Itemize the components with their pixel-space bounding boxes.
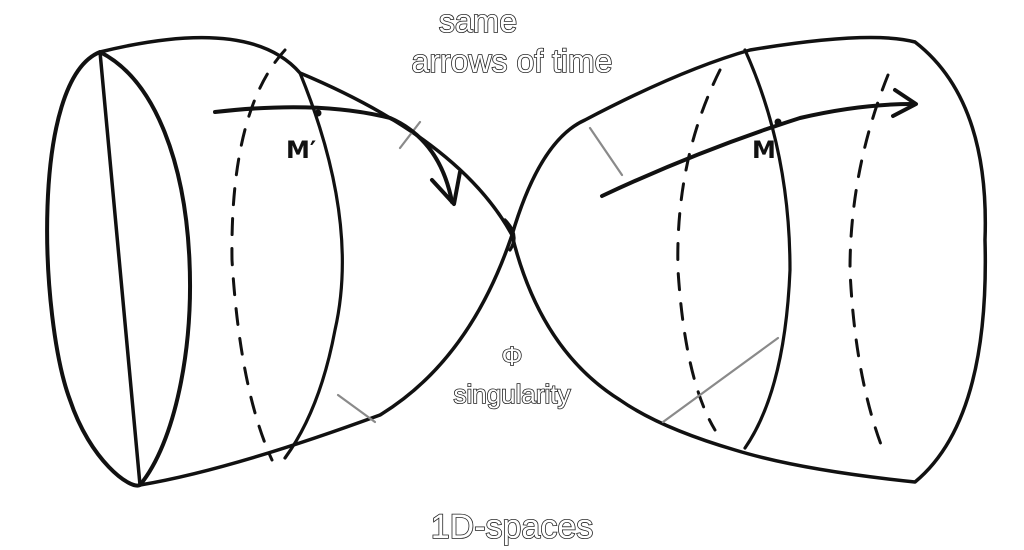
right-ring-solid — [743, 48, 792, 450]
left-arrow-of-time — [213, 105, 454, 204]
left-funnel-body — [98, 35, 514, 487]
left-opening-ellipse — [45, 50, 192, 488]
left-arrow-head — [430, 170, 462, 206]
left-lower-grey-tick — [336, 393, 377, 424]
right-arrow-head — [891, 88, 918, 118]
right-funnel-body — [510, 35, 988, 484]
label-same: same — [439, 3, 517, 39]
label-point-m: M — [752, 136, 776, 164]
label-arrows-of-time: arrows of time — [412, 43, 613, 79]
label-point-m-prime: M′ — [286, 136, 316, 164]
right-ring-dashed-near — [676, 68, 722, 432]
right-arrow-of-time — [600, 102, 914, 198]
left-upper-grey-tick — [398, 120, 422, 150]
right-upper-grey-tick — [588, 126, 624, 177]
singularity-neck — [503, 218, 516, 252]
label-phi-symbol: Φ — [502, 341, 523, 371]
left-ring-solid — [283, 71, 344, 460]
left-ring-dashed — [230, 48, 287, 462]
right-ring-dashed-far — [848, 73, 890, 457]
label-1d-spaces: 1D-spaces — [431, 508, 594, 546]
point-m-prime-marker — [314, 109, 322, 117]
right-lower-grey-line — [661, 336, 780, 424]
right-funnel — [510, 35, 988, 484]
left-funnel — [45, 35, 514, 488]
label-singularity: singularity — [453, 379, 570, 409]
point-m-marker — [774, 118, 782, 126]
